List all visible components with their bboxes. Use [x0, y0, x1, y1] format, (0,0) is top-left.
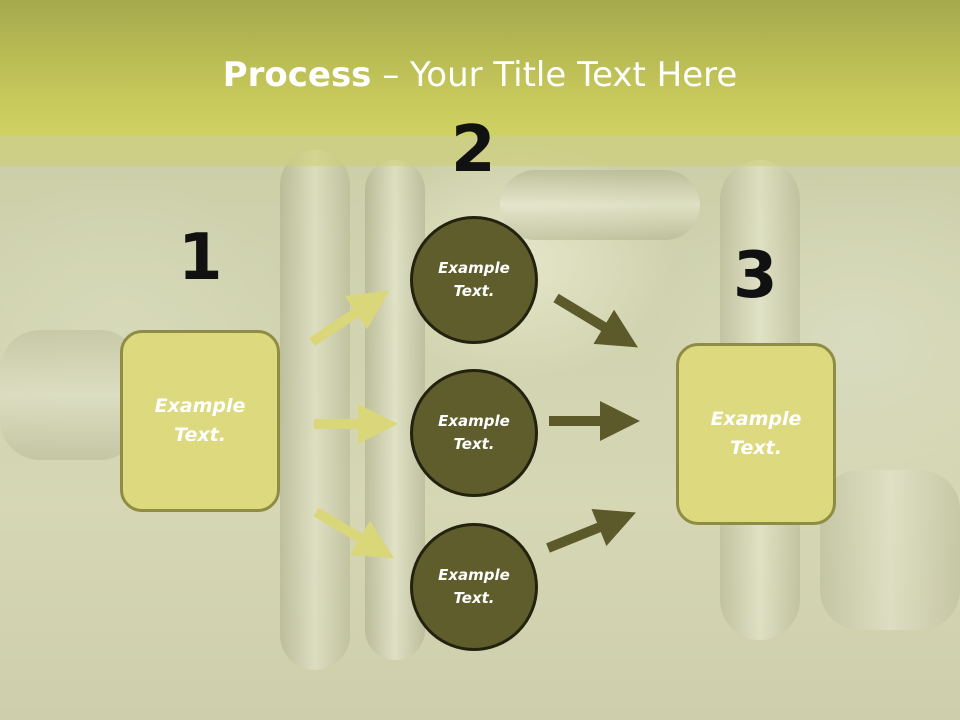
background-pipe — [0, 330, 140, 460]
title-bold: Process — [222, 55, 372, 95]
title-band — [0, 0, 960, 136]
title-strip — [0, 136, 960, 166]
arrow-circle3-to-step3 — [546, 508, 636, 553]
step-number-3: 3 — [733, 239, 778, 313]
step2-circle-2: Example Text. — [410, 369, 538, 497]
background-pipe — [280, 150, 350, 670]
step3-box: Example Text. — [676, 343, 836, 525]
arrow-step1-to-circle1 — [309, 290, 390, 347]
step2-circle-1: Example Text. — [410, 216, 538, 344]
step2-circle-3-text: Example Text. — [438, 566, 510, 607]
background-pipe — [820, 470, 960, 630]
title-rest: – Your Title Text Here — [371, 55, 738, 95]
step1-text: Example Text. — [154, 395, 246, 446]
background-pipe — [500, 170, 700, 240]
step2-circle-1-text: Example Text. — [438, 259, 510, 300]
arrow-circle1-to-step3 — [553, 293, 638, 348]
arrow-step1-to-circle3 — [313, 507, 395, 559]
step2-circle-2-text: Example Text. — [438, 412, 510, 453]
step-number-2: 2 — [451, 113, 496, 187]
step2-circle-3: Example Text. — [410, 523, 538, 651]
slide-title: Process – Your Title Text Here — [0, 52, 960, 98]
step1-box: Example Text. — [120, 330, 280, 512]
step-number-1: 1 — [178, 221, 223, 295]
step3-text: Example Text. — [710, 408, 802, 459]
